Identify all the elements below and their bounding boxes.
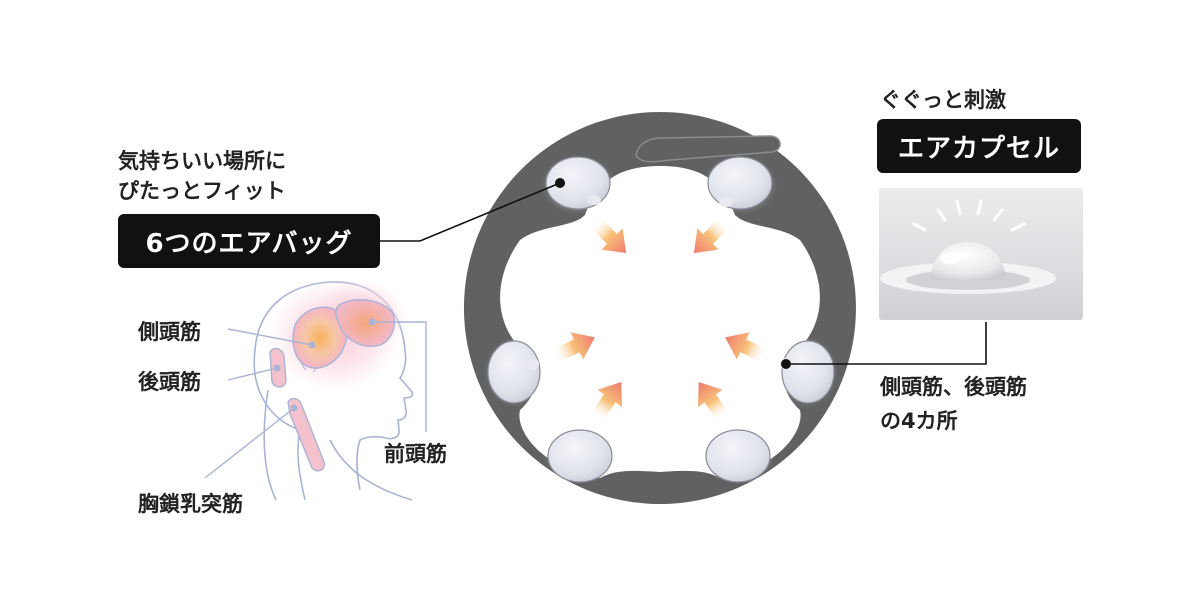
capsule-location-line-2: の4カ所: [880, 409, 958, 433]
label-temporal-muscle: 側頭筋: [138, 320, 201, 344]
airbag-badge: 6つのエアバッグ: [118, 214, 380, 268]
headline: 気持ちいい場所に ぴたっとフィット: [118, 146, 286, 206]
airbag-icon: [542, 424, 618, 484]
capsule-badge: エアカプセル: [877, 119, 1081, 173]
airbag-icon: [702, 155, 778, 215]
capsule-location-text: 側頭筋、後頭筋 の4カ所: [880, 370, 1027, 438]
arrow-icon: [548, 323, 602, 370]
arrow-icon: [584, 211, 637, 264]
label-frontal-muscle: 前頭筋: [384, 442, 447, 466]
callout-dot: [555, 178, 565, 188]
arrow-icon: [686, 373, 737, 427]
airbag-icon: [700, 424, 776, 484]
airbag-icon: [774, 336, 838, 408]
muscle-leader-lines: [204, 321, 427, 479]
arrow-icon: [718, 323, 772, 370]
airbag-icon: [484, 336, 548, 408]
callout-dot: [781, 359, 791, 369]
headline-line-1: 気持ちいい場所に: [118, 149, 286, 173]
airbag-icon: [540, 155, 616, 215]
air-capsule-photo: [879, 188, 1083, 320]
headline-line-2: ぴたっとフィット: [118, 179, 286, 203]
callout-lines: [380, 182, 987, 365]
label-occipital-muscle: 後頭筋: [138, 370, 201, 394]
label-sternocleidomastoid-muscle: 胸鎖乳突筋: [138, 492, 243, 516]
muscle-highlights: [265, 277, 408, 472]
capsule-subtitle: ぐぐっと刺激: [880, 88, 1006, 112]
arrow-icon: [583, 373, 634, 427]
airbag-ring: [463, 112, 856, 505]
capsule-location-line-1: 側頭筋、後頭筋: [880, 375, 1027, 399]
arrow-icon: [683, 211, 736, 264]
